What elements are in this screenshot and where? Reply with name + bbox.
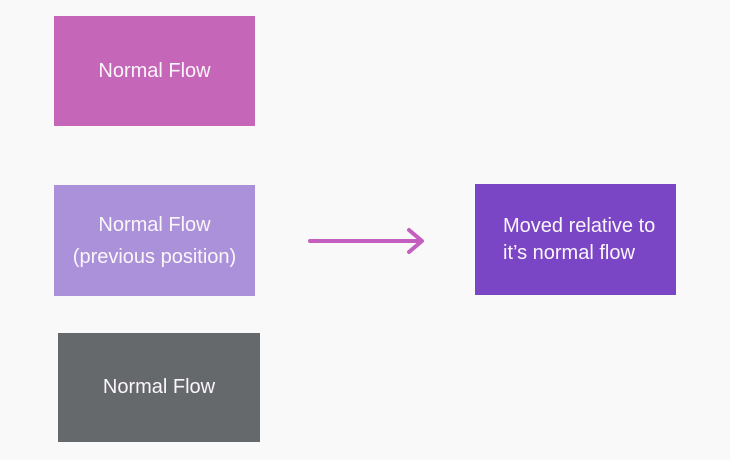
moved-relative-label-line2: it’s normal flow bbox=[503, 241, 635, 264]
right-arrow-icon bbox=[305, 225, 427, 257]
normal-flow-previous-position-box: Normal Flow (previous position) bbox=[54, 185, 255, 296]
normal-flow-top-label: Normal Flow bbox=[98, 59, 211, 82]
previous-position-label-line2: (previous position) bbox=[72, 245, 237, 268]
normal-flow-box-top: Normal Flow bbox=[54, 16, 255, 126]
normal-flow-bottom-label: Normal Flow bbox=[102, 376, 216, 398]
moved-relative-box: Moved relative to it’s normal flow bbox=[475, 184, 676, 295]
previous-position-label-line1: Normal Flow bbox=[98, 213, 211, 236]
normal-flow-box-bottom: Normal Flow bbox=[58, 333, 260, 442]
moved-relative-label-line1: Moved relative to bbox=[503, 214, 656, 237]
